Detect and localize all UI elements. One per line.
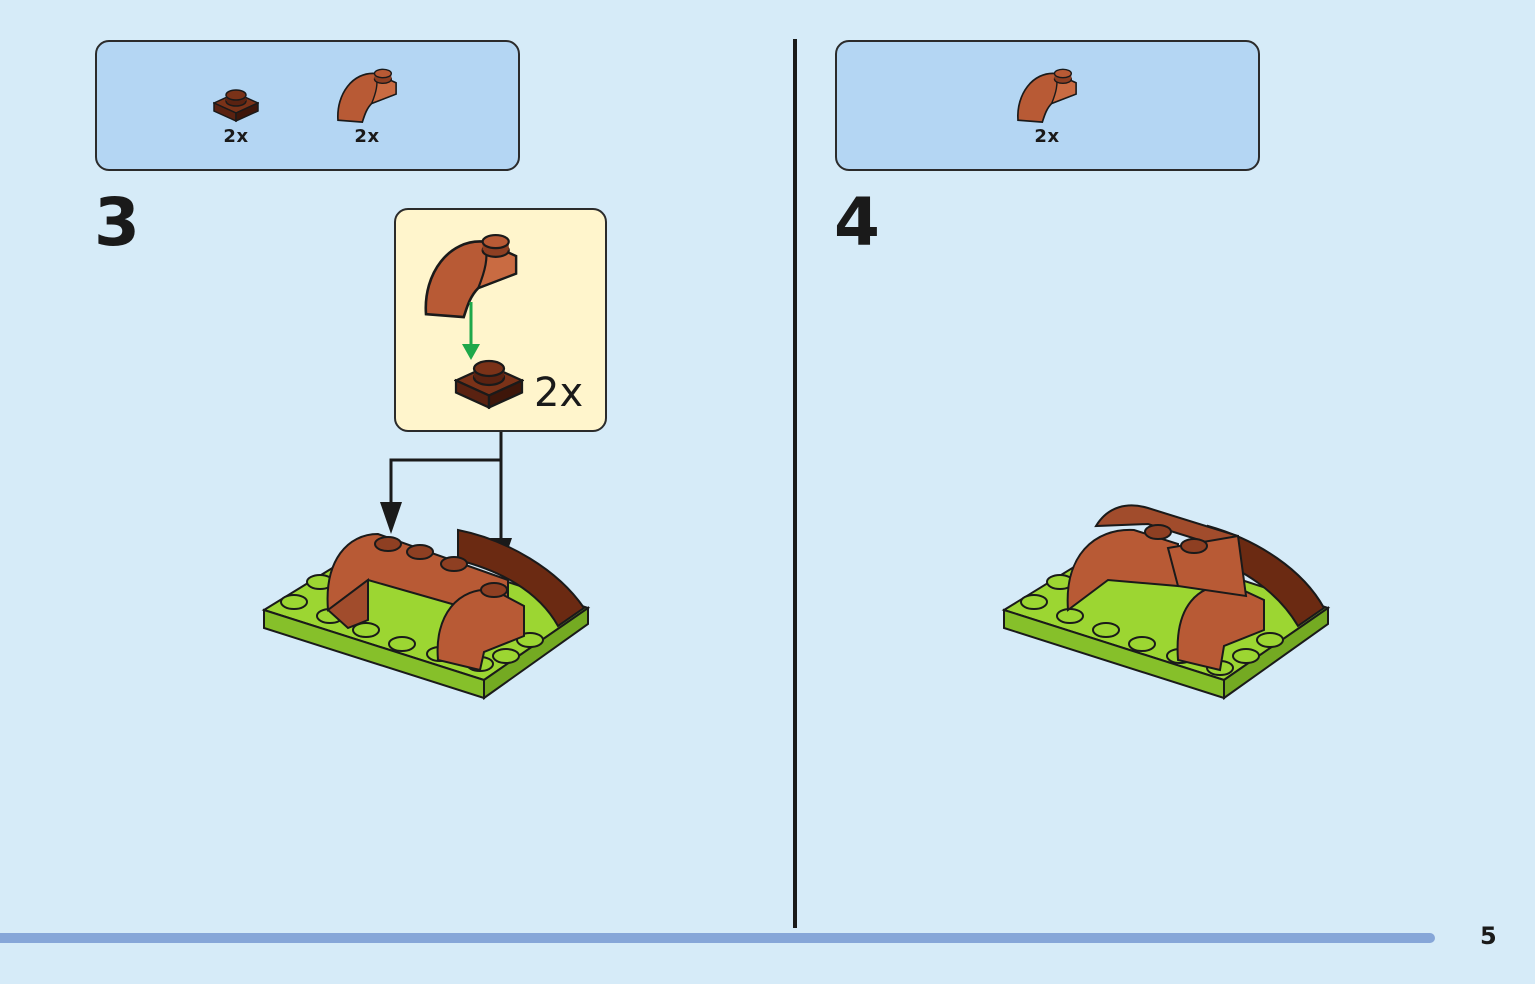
part-item: 2x — [1011, 66, 1083, 147]
dark-brown-plate-1x1-icon — [213, 89, 259, 122]
brown-curved-slope-icon — [1017, 68, 1077, 123]
part-item: 2x — [213, 88, 259, 147]
dark-brown-plate-1x1-icon — [454, 359, 524, 409]
part-quantity: 2x — [354, 126, 380, 147]
sub-assembly-callout: 2x — [394, 208, 607, 432]
part-quantity: 2x — [1034, 126, 1060, 147]
page-number: 5 — [1480, 922, 1497, 950]
part-item: 2x — [331, 66, 403, 147]
parts-list-step-4: 2x — [835, 40, 1260, 171]
parts-list-step-3: 2x 2x — [95, 40, 520, 171]
arrow-down-icon — [380, 502, 402, 534]
part-quantity: 2x — [223, 126, 249, 147]
step-number: 4 — [834, 184, 880, 261]
model-step-3-icon — [261, 528, 591, 700]
brown-curved-slope-icon — [337, 68, 397, 123]
step-number: 3 — [94, 184, 140, 261]
model-step-4-icon — [1001, 504, 1331, 700]
callout-quantity: 2x — [534, 370, 584, 416]
green-arrow-down-icon — [462, 302, 480, 360]
progress-bar — [0, 933, 1435, 943]
page-divider — [793, 39, 797, 928]
